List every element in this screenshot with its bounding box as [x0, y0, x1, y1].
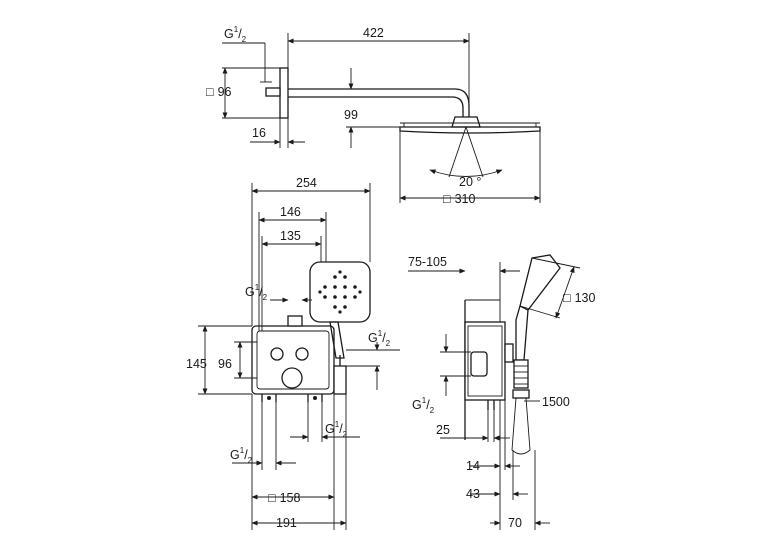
nozzle-dot [343, 295, 347, 299]
head-shower-view: G1/2 422 □96 16 99 20 ° [206, 25, 541, 206]
nozzle-dot [343, 275, 347, 279]
arm-drop-label: 99 [344, 108, 358, 122]
outlet-offset-label: 135 [280, 229, 301, 243]
nozzle-dot [338, 310, 342, 314]
hand-shower-front [309, 261, 371, 359]
head-thread-label: G1/2 [224, 25, 247, 44]
side-view: 75-105 □130 G1/2 1500 25 14 [408, 254, 595, 530]
flow-knob-left [270, 347, 284, 361]
top-thread-label: G1/2 [245, 283, 268, 302]
nozzle-dot [333, 305, 337, 309]
box-bottom-stubs [261, 394, 323, 402]
nozzle-dot [323, 285, 327, 289]
nozzle-dot [358, 290, 362, 294]
bottom-left-thread-label: G1/2 [230, 446, 253, 465]
box-height-label: 145 [186, 357, 207, 371]
hose-length-label: 1500 [542, 395, 570, 409]
bottom-right-thread-label: G1/2 [325, 420, 348, 439]
nozzle-dot [338, 270, 342, 274]
wall-flange [279, 67, 289, 119]
nozzle-dot [333, 295, 337, 299]
wall-connector [265, 87, 281, 97]
head-size-label: □310 [443, 192, 475, 206]
thermostat-knob [281, 367, 303, 389]
hand-offset-label: 146 [280, 205, 301, 219]
valve-plate-label: □158 [268, 491, 300, 505]
side-thread-label: G1/2 [368, 329, 391, 348]
nozzle-dot [318, 290, 322, 294]
side-43-label: 43 [466, 487, 480, 501]
hand-shower-side [511, 254, 561, 455]
shower-arm [288, 88, 470, 117]
nozzle-dot [343, 305, 347, 309]
depth-range-label: 75-105 [408, 255, 447, 269]
nozzle-dot [353, 285, 357, 289]
side-14-label: 14 [466, 459, 480, 473]
spray-nozzles [318, 270, 362, 314]
box-width-label: 254 [296, 176, 317, 190]
side-70-label: 70 [508, 516, 522, 530]
flow-knob-right [295, 347, 309, 361]
box-inner-label: 96 [218, 357, 232, 371]
arm-length-label: 422 [363, 26, 384, 40]
nozzle-dot [353, 295, 357, 299]
spray-angle-label: 20 ° [459, 175, 481, 189]
handshower-size-label: □130 [563, 291, 595, 305]
nozzle-dot [343, 285, 347, 289]
side-25-label: 25 [436, 423, 450, 437]
nozzle-dot [333, 275, 337, 279]
nozzle-dot [323, 295, 327, 299]
base-width-label: 191 [276, 516, 297, 530]
rain-head [399, 126, 541, 134]
nozzle-dot [333, 285, 337, 289]
front-view: 254 146 135 G1/2 G1/2 145 96 [186, 176, 400, 530]
side-view-thread-label: G1/2 [412, 396, 435, 415]
wall-gap-label: 16 [252, 126, 266, 140]
flange-label: □96 [206, 85, 232, 99]
